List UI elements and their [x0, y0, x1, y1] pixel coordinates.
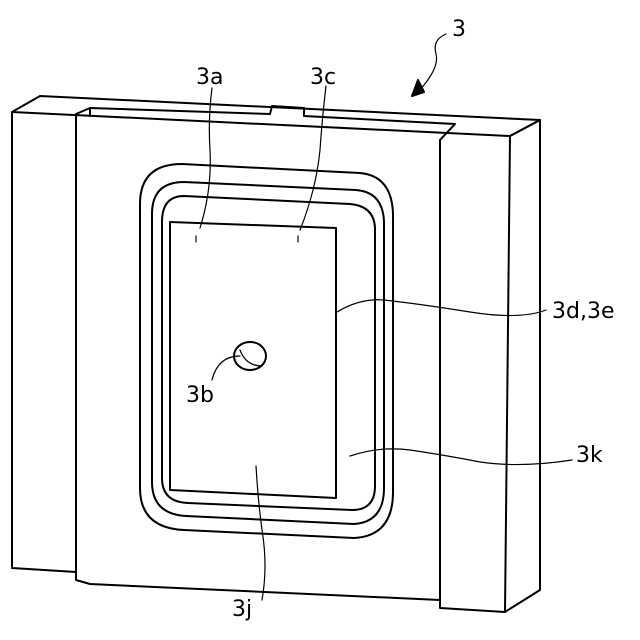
- label-3j: 3j: [232, 597, 252, 622]
- label-3de: 3d,3e: [552, 299, 615, 324]
- middle-frame: [152, 182, 384, 524]
- label-3c: 3c: [310, 65, 336, 90]
- leader-3de: [337, 300, 546, 316]
- leader-3b: [212, 356, 240, 380]
- label-3: 3: [452, 17, 466, 42]
- inner-frame: [162, 196, 375, 510]
- label-3k: 3k: [576, 443, 603, 468]
- plate: [170, 222, 336, 498]
- leader-3: [418, 34, 446, 92]
- label-3b: 3b: [186, 383, 214, 408]
- outer-frame: [140, 164, 393, 538]
- arrow-head-3: [412, 80, 424, 96]
- label-3a: 3a: [196, 65, 223, 90]
- leader-3a: [200, 88, 212, 228]
- recess-frames: [140, 164, 393, 538]
